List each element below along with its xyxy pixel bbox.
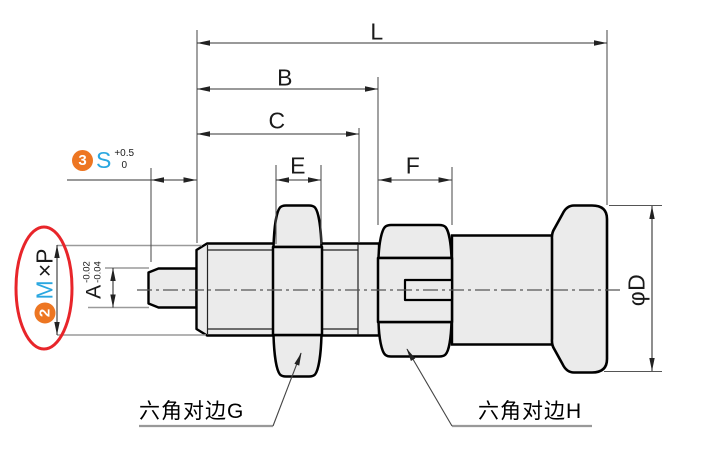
thread-callout: 2 M ×P	[31, 248, 58, 324]
hex-flats-g-label: 六角对边G	[139, 400, 245, 423]
badge-2-icon: 2	[34, 302, 56, 324]
stroke-tolerance-lower: 0	[121, 159, 127, 171]
pin-diameter-callout: A -0.02 -0.04	[81, 261, 106, 299]
body-hex	[376, 223, 454, 358]
stroke-tolerance: +0.5 0	[114, 148, 134, 170]
leader-arrows	[294, 348, 416, 366]
stroke-callout: 3 S +0.5 0	[72, 147, 134, 173]
stroke-letter: S	[96, 147, 112, 173]
badge-3-icon: 3	[72, 150, 93, 171]
pin-diameter-letter: A	[82, 284, 106, 299]
thread-letter: M	[31, 280, 58, 300]
thread-suffix: ×P	[31, 248, 58, 278]
dimension-lines	[56, 42, 653, 371]
jam-nut	[271, 204, 324, 378]
dim-label-e: E	[290, 152, 306, 179]
dim-label-f: F	[405, 152, 421, 179]
dim-label-diameter: φD	[623, 273, 650, 307]
pin-diameter-tolerance-upper: -0.02	[81, 261, 93, 283]
extension-lines	[150, 30, 662, 373]
pin-diameter-tolerance-lower: -0.04	[92, 261, 103, 283]
aux-extension-lines	[57, 244, 206, 336]
highlight-ellipse	[14, 225, 74, 351]
hex-flats-h-label: 六角对边H	[478, 400, 583, 423]
leader-lines	[272, 348, 453, 427]
dim-label-l: L	[370, 18, 384, 45]
knob	[550, 204, 609, 374]
plunger-pin	[147, 267, 198, 309]
dim-label-b: B	[277, 64, 293, 91]
dimension-arrows	[54, 40, 655, 371]
pin-diameter-tolerance: -0.02 -0.04	[81, 261, 103, 283]
dim-label-c: C	[268, 107, 286, 134]
stroke-tolerance-upper: +0.5	[114, 148, 135, 160]
